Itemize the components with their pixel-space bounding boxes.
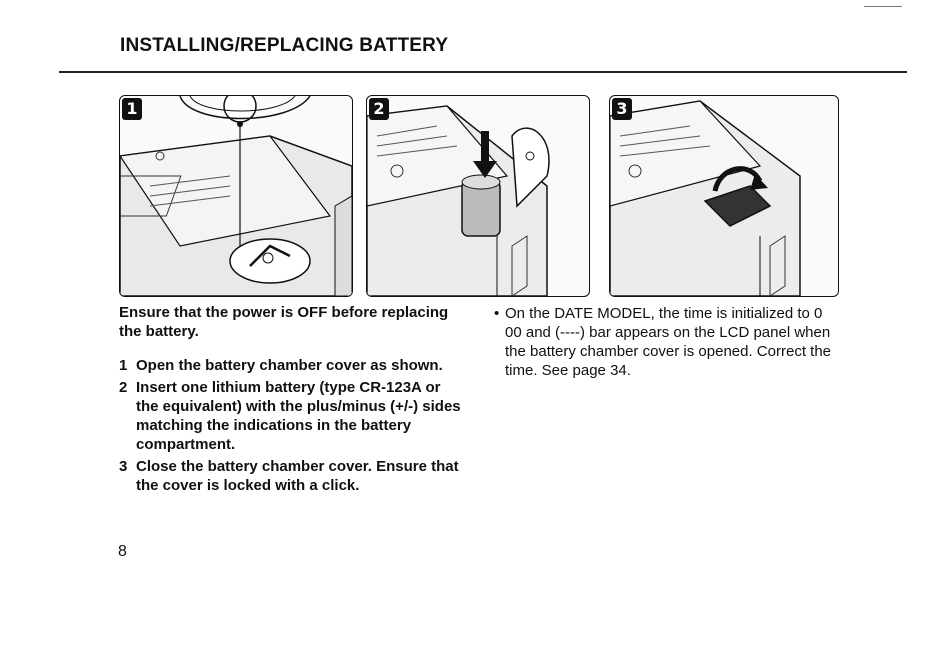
step-number: 3 [119, 458, 128, 475]
page-title: INSTALLING/REPLACING BATTERY [120, 35, 449, 56]
step-number: 1 [119, 357, 128, 374]
note-text: On the DATE MODEL, the time is initializ… [505, 305, 832, 379]
figure-step-3: 3 [609, 95, 839, 297]
step-text: Open the battery chamber cover as shown. [136, 357, 443, 374]
step-item: 1 Open the battery chamber cover as show… [119, 356, 464, 375]
camera-close-cover-illustration [610, 100, 801, 296]
camera-insert-battery-illustration [367, 105, 550, 296]
figure-step-1: 1 [119, 95, 353, 297]
corner-mark [864, 6, 902, 7]
step-number: 2 [119, 379, 128, 396]
step-list: 1 Open the battery chamber cover as show… [119, 356, 464, 495]
bullet-mark: • [494, 305, 500, 322]
step-item: 3 Close the battery chamber cover. Ensur… [119, 457, 464, 495]
page-number: 8 [118, 543, 127, 560]
title-rule [59, 71, 907, 73]
power-off-warning: Ensure that the power is OFF before repl… [119, 304, 449, 340]
step-item: 2 Insert one lithium battery (type CR-12… [119, 378, 464, 454]
step-text: Insert one lithium battery (type CR-123A… [136, 379, 461, 453]
instructions-column: Ensure that the power is OFF before repl… [119, 303, 464, 498]
camera-open-cover-illustration [120, 96, 352, 296]
step-1-badge: 1 [122, 98, 142, 120]
figure-step-2: 2 [366, 95, 590, 297]
step-3-badge: 3 [612, 98, 632, 120]
step-2-badge: 2 [369, 98, 389, 120]
date-model-note: • On the DATE MODEL, the time is initial… [494, 304, 838, 380]
step-text: Close the battery chamber cover. Ensure … [136, 458, 459, 494]
